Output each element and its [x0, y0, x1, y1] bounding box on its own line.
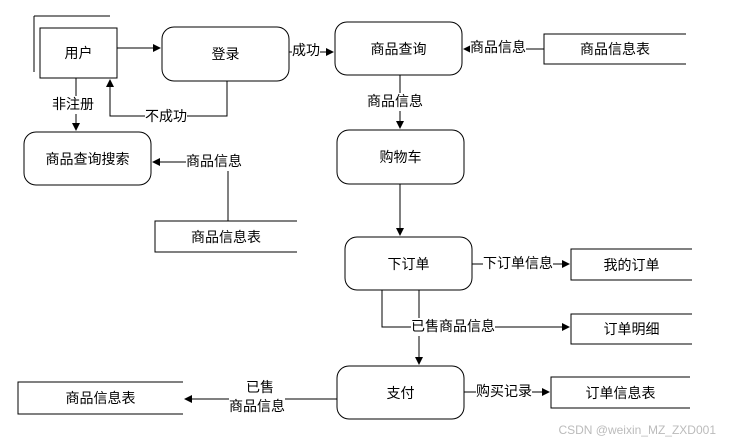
edge-label-product-info-bottom: 商品信息 — [229, 398, 285, 416]
watermark: CSDN @weixin_MZ_ZXD001 — [558, 423, 716, 437]
user-entity-box — [39, 27, 118, 79]
store-order-info — [550, 376, 690, 409]
store-order-detail-label: 订单明细 — [603, 322, 660, 338]
store-my-orders — [570, 248, 692, 281]
edge-label-purchase-record: 购买记录 — [476, 383, 532, 401]
store-order-detail — [570, 313, 692, 345]
product-query-label: 商品查询 — [370, 41, 427, 58]
product-query-search-box — [23, 131, 152, 186]
place-order-label: 下订单 — [387, 256, 430, 273]
store-product-info-bottom-label: 商品信息表 — [65, 391, 136, 407]
edge-label-fail: 不成功 — [145, 108, 187, 126]
cart-label: 购物车 — [379, 150, 422, 166]
edge-label-order-info: 下订单信息 — [483, 255, 553, 273]
edge-label-sold-product-info: 已售商品信息 — [411, 318, 495, 336]
login-label: 登录 — [211, 47, 240, 63]
flow-order-to-detail — [381, 290, 570, 331]
store-product-info-mid-label: 商品信息表 — [191, 229, 261, 246]
store-product-info-bottom — [17, 381, 183, 415]
edge-label-success: 成功 — [292, 42, 320, 60]
edge-label-product-info-query-cart: 商品信息 — [367, 93, 423, 111]
login-process-box — [161, 26, 290, 82]
edge-label-product-info-top: 商品信息 — [470, 39, 526, 57]
user-entity-label: 用户 — [64, 46, 93, 62]
edge-label-sold: 已售 — [246, 379, 274, 397]
pay-label: 支付 — [386, 385, 415, 402]
product-query-process-box — [334, 21, 463, 76]
store-my-orders-label: 我的订单 — [603, 257, 660, 274]
edge-label-product-info-mid: 商品信息 — [186, 153, 242, 171]
store-order-info-label: 订单信息表 — [585, 385, 656, 402]
product-query-search-label: 商品查询搜索 — [45, 151, 130, 168]
store-product-info-mid — [154, 220, 297, 253]
store-product-info-top-label: 商品信息表 — [580, 42, 650, 58]
edge-label-not-registered: 非注册 — [52, 96, 94, 114]
